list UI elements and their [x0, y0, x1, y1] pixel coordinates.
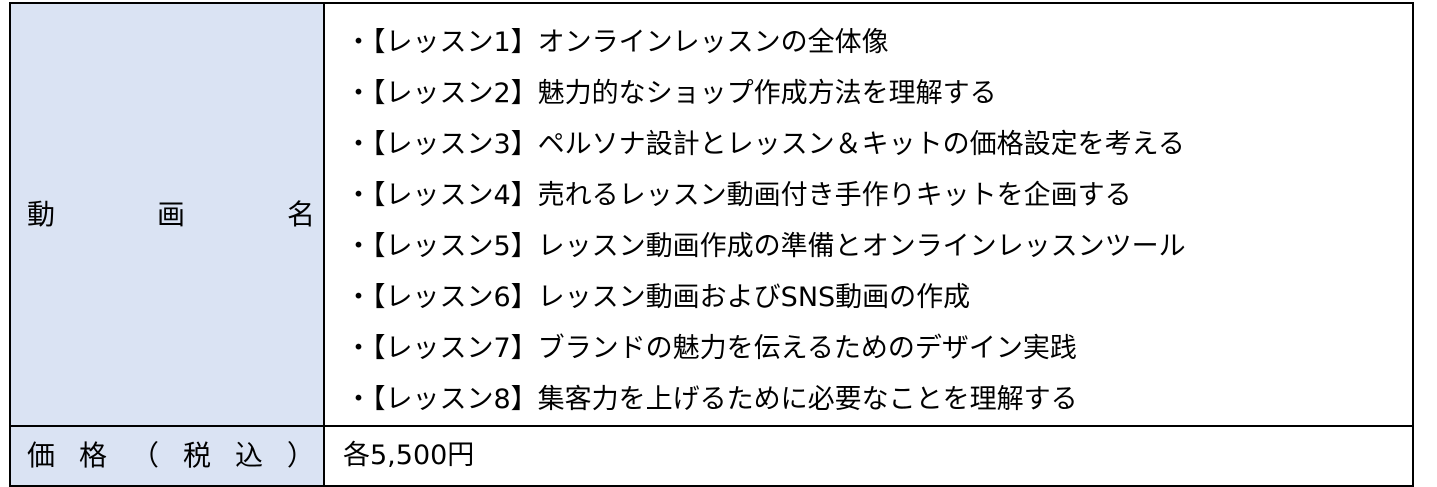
label-char: ）: [286, 439, 315, 472]
price-content-cell: 各5,500円: [323, 425, 1414, 487]
price-label-cell: 価 格 （ 税 込 ）: [9, 425, 325, 487]
lesson-item: ・【レッスン5】レッスン動画作成の準備とオンラインレッスンツール: [345, 231, 1186, 262]
course-info-table: 動 画 名 ・【レッスン1】オンラインレッスンの全体像 ・【レッスン2】魅力的な…: [9, 2, 1414, 487]
lesson-item: ・【レッスン8】集客力を上げるために必要なことを理解する: [345, 384, 1078, 415]
price-label: 価 格 （ 税 込 ）: [11, 442, 323, 470]
lesson-item: ・【レッスン3】ペルソナ設計とレッスン＆キットの価格設定を考える: [345, 129, 1185, 160]
label-char: 税: [182, 439, 211, 472]
video-names-label-cell: 動 画 名: [9, 2, 325, 427]
lesson-item: ・【レッスン2】魅力的なショップ作成方法を理解する: [345, 78, 997, 109]
lesson-list: ・【レッスン1】オンラインレッスンの全体像 ・【レッスン2】魅力的なショップ作成…: [325, 4, 1412, 425]
price-value: 各5,500円: [343, 440, 475, 471]
video-names-label: 動 画 名: [11, 197, 323, 231]
label-char: （: [130, 439, 159, 472]
label-char: 価: [27, 439, 56, 472]
lesson-item: ・【レッスン1】オンラインレッスンの全体像: [345, 27, 889, 58]
label-char: 動: [27, 197, 56, 231]
lesson-item: ・【レッスン6】レッスン動画およびSNS動画の作成: [345, 282, 971, 313]
video-names-content-cell: ・【レッスン1】オンラインレッスンの全体像 ・【レッスン2】魅力的なショップ作成…: [323, 2, 1414, 427]
label-char: 画: [156, 197, 185, 231]
video-names-row: 動 画 名 ・【レッスン1】オンラインレッスンの全体像 ・【レッスン2】魅力的な…: [9, 2, 1414, 427]
lesson-item: ・【レッスン7】ブランドの魅力を伝えるためのデザイン実践: [345, 333, 1077, 364]
label-char: 格: [78, 439, 107, 472]
label-char: 名: [286, 197, 315, 231]
lesson-item: ・【レッスン4】売れるレッスン動画付き手作りキットを企画する: [345, 180, 1132, 211]
label-char: 込: [234, 439, 263, 472]
price-row: 価 格 （ 税 込 ） 各5,500円: [9, 425, 1414, 487]
